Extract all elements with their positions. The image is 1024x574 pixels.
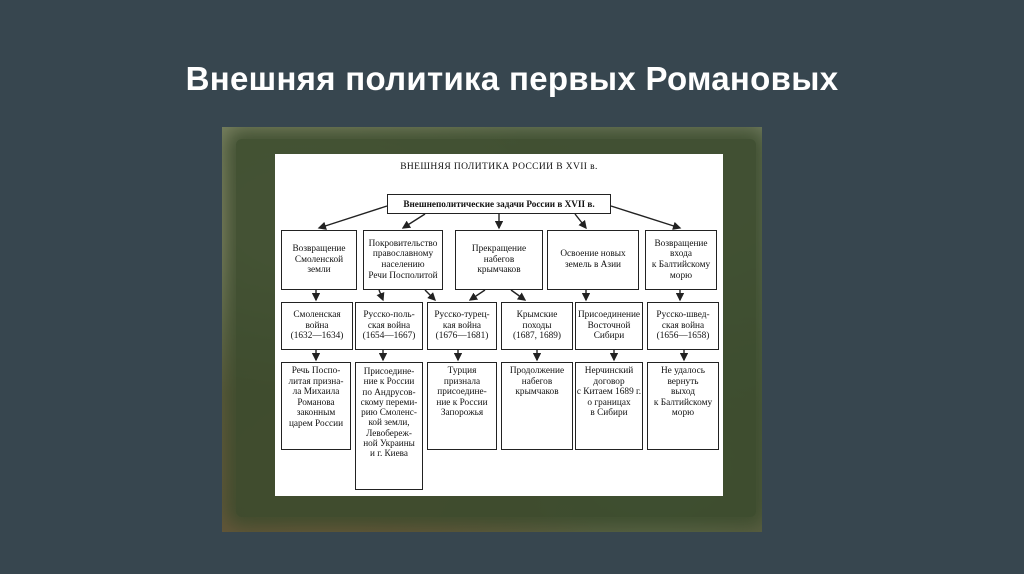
result-continued-raids: Продолжение набегов крымчаков [501,362,573,450]
event-russo-polish-war: Русско-поль- ская война (1654—1667) [355,302,423,350]
connector-root-task-2 [401,213,426,229]
event-smolensk-war: Смоленская война (1632—1634) [281,302,353,350]
event-russo-swedish-war: Русско-швед- ская война (1656—1658) [647,302,719,350]
result-nerchinsk-treaty: Нерчинский договор с Китаем 1689 г. о гр… [575,362,643,450]
connector-root-task-5 [610,205,682,230]
task-develop-asia: Освоение новых земель в Азии [547,230,639,290]
task-stop-crimean-raids: Прекращение набегов крымчаков [455,230,543,290]
result-andrusovo-annexation: Присоедине- ние к России по Андрусов- ск… [355,362,423,490]
connector-task-2-event-3 [424,289,436,301]
connector-root-task-1 [317,205,388,230]
result-baltic-failure: Не удалось вернуть выход к Балтийскому м… [647,362,719,450]
foreign-policy-diagram: ВНЕШНЯЯ ПОЛИТИКА РОССИИ В XVII в. [275,154,723,496]
event-crimean-campaigns: Крымские походы (1687, 1689) [501,302,573,350]
result-zaporozhye-recognition: Турция признала присоедине- ние к России… [427,362,497,450]
connector-task-3-event-4 [510,289,527,301]
diagram-title: ВНЕШНЯЯ ПОЛИТИКА РОССИИ В XVII в. [400,162,598,172]
connector-root-task-4 [574,213,587,230]
connector-task-3-event-3 [468,289,486,301]
diagram-connectors [311,205,689,362]
task-protect-orthodox: Покровительство православному населению … [363,230,443,290]
result-commonwealth-recognition: Речь Поспо- литая призна- ла Михаила Ром… [281,362,351,450]
event-russo-turkish-war: Русско-турец- кая война (1676—1681) [427,302,497,350]
task-baltic-access: Возвращение входа к Балтийскому морю [645,230,717,290]
root-node: Внешнеполитические задачи России в XVII … [387,194,611,214]
event-east-siberia-annexation: Присоединение Восточной Сибири [575,302,643,350]
connector-task-2-event-2 [376,289,385,302]
slide-title: Внешняя политика первых Романовых [185,60,839,97]
task-return-smolensk: Возвращение Смоленской земли [281,230,357,290]
